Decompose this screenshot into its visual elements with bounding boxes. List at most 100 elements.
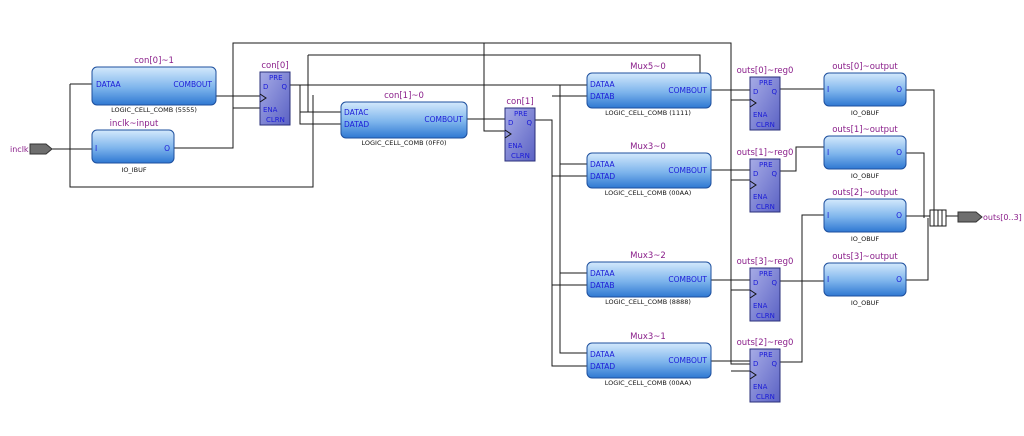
block-body [823, 198, 907, 233]
block-body [91, 129, 175, 164]
block-body [823, 135, 907, 170]
register-title: con[0] [261, 61, 288, 71]
block-title: con[1]~0 [384, 91, 424, 101]
register-con1[interactable]: con[1] PRE D Q ENA CLRN [504, 97, 536, 162]
port-ena: ENA [263, 106, 278, 114]
block-out3[interactable]: outs[3]~output I O IO_OBUF [823, 252, 907, 307]
register-title: con[1] [506, 97, 533, 107]
clock-triangle-icon [504, 129, 512, 139]
output-pin-arrow-icon [957, 211, 983, 223]
port-in: I [827, 211, 829, 220]
block-subtitle: LOGIC_CELL_COMB (5555) [111, 106, 197, 114]
port-q: Q [771, 279, 777, 287]
port-pre: PRE [759, 161, 773, 169]
port-out: O [164, 144, 170, 153]
block-mux5-0[interactable]: Mux5~0 DATAA DATAB COMBOUT LOGIC_CELL_CO… [586, 62, 712, 117]
block-mux3-0[interactable]: Mux3~0 DATAA DATAD COMBOUT LOGIC_CELL_CO… [586, 142, 712, 197]
input-pin-inclk[interactable]: inclk [10, 143, 53, 155]
block-body [340, 101, 468, 139]
port-q: Q [526, 119, 532, 127]
block-body [91, 66, 217, 106]
block-con0-1[interactable]: con[0]~1 DATAA COMBOUT LOGIC_CELL_COMB (… [91, 56, 217, 114]
port-clrn: CLRN [756, 121, 775, 129]
block-subtitle: IO_OBUF [851, 235, 880, 243]
port-clrn: CLRN [266, 116, 285, 124]
block-title: outs[1]~output [832, 125, 898, 135]
register-title: outs[0]~reg0 [737, 66, 794, 76]
port-d: D [263, 83, 268, 91]
block-out1[interactable]: outs[1]~output I O IO_OBUF [823, 125, 907, 180]
port-in: DATAB [590, 92, 614, 101]
block-title: outs[3]~output [832, 252, 898, 262]
port-out: COMBOUT [668, 275, 707, 284]
output-bus-junction [929, 209, 947, 227]
clock-triangle-icon [749, 98, 757, 108]
block-body [823, 262, 907, 297]
port-out: COMBOUT [424, 115, 463, 124]
port-pre: PRE [759, 270, 773, 278]
port-d: D [753, 279, 758, 287]
port-d: D [753, 170, 758, 178]
port-out: O [896, 275, 902, 284]
port-in: DATAD [344, 120, 369, 129]
clock-triangle-icon [259, 93, 267, 103]
block-mux3-2[interactable]: Mux3~2 DATAA DATAB COMBOUT LOGIC_CELL_CO… [586, 251, 712, 306]
port-q: Q [771, 170, 777, 178]
block-subtitle: LOGIC_CELL_COMB (8888) [605, 298, 691, 306]
port-in: DATAA [96, 80, 122, 89]
port-in: I [827, 85, 829, 94]
block-body [586, 261, 712, 298]
port-out: COMBOUT [668, 166, 707, 175]
block-inclk-input[interactable]: inclk~input I O IO_IBUF [91, 119, 175, 174]
port-clrn: CLRN [756, 393, 775, 401]
block-title: Mux3~1 [630, 332, 666, 342]
block-body [586, 72, 712, 109]
port-ena: ENA [753, 193, 768, 201]
port-out: O [896, 148, 902, 157]
port-clrn: CLRN [756, 203, 775, 211]
port-q: Q [771, 360, 777, 368]
output-pin-label: outs[0..3] [983, 213, 1022, 222]
block-body [823, 72, 907, 107]
clock-triangle-icon [749, 370, 757, 380]
block-body [586, 342, 712, 379]
register-title: outs[2]~reg0 [737, 338, 794, 348]
port-out: COMBOUT [668, 356, 707, 365]
block-subtitle: IO_OBUF [851, 299, 880, 307]
port-in: DATAA [590, 350, 616, 359]
block-out0[interactable]: outs[0]~output I O IO_OBUF [823, 62, 907, 117]
block-subtitle: LOGIC_CELL_COMB (00AA) [605, 189, 692, 197]
block-con1-0[interactable]: con[1]~0 DATAC DATAD COMBOUT LOGIC_CELL_… [340, 91, 468, 147]
output-pin-outs[interactable]: outs[0..3] [957, 211, 1022, 223]
port-in: I [95, 144, 97, 153]
block-title: Mux5~0 [630, 62, 666, 72]
register-outs3-reg0[interactable]: outs[3]~reg0 PRE D Q ENA CLRN [737, 257, 794, 322]
port-clrn: CLRN [756, 312, 775, 320]
register-outs0-reg0[interactable]: outs[0]~reg0 PRE D Q ENA CLRN [737, 66, 794, 131]
register-con0[interactable]: con[0] PRE D Q ENA CLRN [259, 61, 291, 126]
port-d: D [753, 360, 758, 368]
block-out2[interactable]: outs[2]~output I O IO_OBUF [823, 188, 907, 243]
port-ena: ENA [508, 142, 523, 150]
port-in: I [827, 148, 829, 157]
block-title: inclk~input [110, 119, 159, 129]
register-outs2-reg0[interactable]: outs[2]~reg0 PRE D Q ENA CLRN [737, 338, 794, 403]
port-in: DATAD [590, 172, 615, 181]
port-out: COMBOUT [173, 80, 212, 89]
block-title: outs[0]~output [832, 62, 898, 72]
port-q: Q [281, 83, 287, 91]
block-subtitle: IO_IBUF [121, 166, 146, 174]
port-d: D [508, 119, 513, 127]
block-subtitle: LOGIC_CELL_COMB (0FF0) [362, 139, 447, 147]
port-in: DATAA [590, 269, 616, 278]
port-out: O [896, 211, 902, 220]
block-title: outs[2]~output [832, 188, 898, 198]
port-pre: PRE [269, 74, 283, 82]
port-ena: ENA [753, 111, 768, 119]
port-in: DATAA [590, 80, 616, 89]
clock-triangle-icon [749, 180, 757, 190]
block-mux3-1[interactable]: Mux3~1 DATAA DATAD COMBOUT LOGIC_CELL_CO… [586, 332, 712, 387]
register-outs1-reg0[interactable]: outs[1]~reg0 PRE D Q ENA CLRN [737, 148, 794, 213]
block-subtitle: IO_OBUF [851, 109, 880, 117]
